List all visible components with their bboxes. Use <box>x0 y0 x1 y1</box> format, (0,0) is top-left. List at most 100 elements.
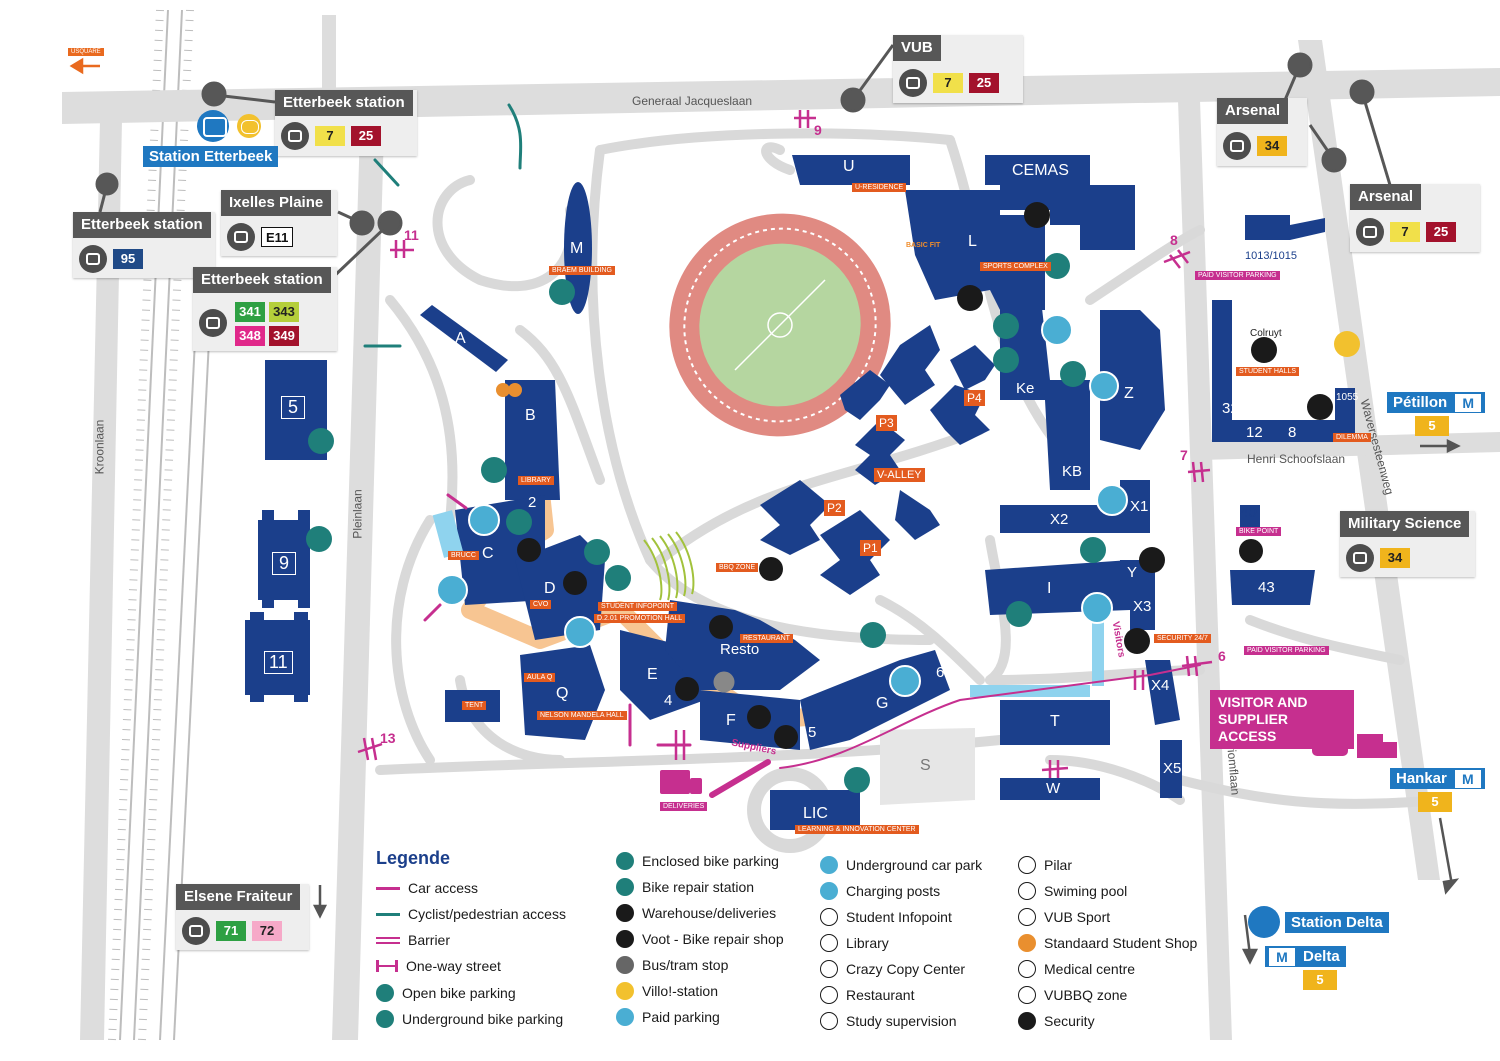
legend-symbol-icon <box>616 1008 634 1026</box>
road-label-kroon: Kroonlaan <box>92 419 107 475</box>
building-x2: X2 <box>1050 511 1069 528</box>
legend-item: Underground car park <box>820 856 982 874</box>
legend-label: Pilar <box>1044 857 1073 873</box>
line-badge: E11 <box>261 227 294 247</box>
legend: Legende <box>376 846 1256 1046</box>
parking-p4: P4 <box>964 390 985 406</box>
building-e: E <box>647 666 658 683</box>
legend-item: VUBBQ zone <box>1018 986 1127 1004</box>
tag-dilemma: DILEMMA <box>1333 433 1371 442</box>
visitor-lane <box>1092 610 1104 686</box>
stop-title: Military Science <box>1340 511 1470 537</box>
stop-elsene[interactable]: Elsene Fraiteur 71 72 <box>176 884 309 950</box>
tag-braem: BRAEM BUILDING <box>549 266 615 275</box>
legend-symbol-icon <box>820 882 838 900</box>
stop-title: Elsene Fraiteur <box>176 884 301 910</box>
train-icon <box>203 117 227 137</box>
stop-military[interactable]: Military Science 34 <box>1340 511 1475 577</box>
legend-label: Bike repair station <box>642 879 755 895</box>
building-q: Q <box>556 685 569 702</box>
line-badge: 7 <box>933 73 963 93</box>
legend-label: Student Infopoint <box>846 909 952 925</box>
legend-label: Underground bike parking <box>402 1011 564 1027</box>
station-etterbeek-label[interactable]: Station Etterbeek <box>143 146 279 167</box>
legend-item: Paid parking <box>616 1008 720 1026</box>
tram-icon <box>281 122 309 150</box>
legend-symbol-icon <box>1018 960 1036 978</box>
direction-arrows <box>69 57 1461 965</box>
legend-symbol-icon <box>1018 856 1036 874</box>
visitor-supplier-access[interactable]: VISITOR AND SUPPLIER ACCESS <box>1210 690 1354 749</box>
buildings <box>245 155 1355 830</box>
stop-arsenal-bus[interactable]: Arsenal 34 <box>1217 98 1307 166</box>
line-badge: 25 <box>351 126 381 146</box>
stop-etterbeek-bus95[interactable]: Etterbeek station 95 <box>73 212 215 278</box>
barrier-13: 13 <box>380 730 396 746</box>
legend-label: Barrier <box>408 932 451 948</box>
building-a: A <box>455 330 466 347</box>
building-ke: Ke <box>1016 380 1035 397</box>
stop-etterbeek-bus[interactable]: Etterbeek station 341 343 348 349 <box>193 267 337 351</box>
tag-bbq: BBQ ZONE <box>716 563 759 572</box>
building-m: M <box>570 240 584 257</box>
line-badge: 25 <box>969 73 999 93</box>
legend-item: Cyclist/pedestrian access <box>376 906 566 922</box>
building-w: W <box>1046 780 1061 797</box>
legend-symbol-icon <box>376 886 400 890</box>
legend-label: Standaard Student Shop <box>1044 935 1198 951</box>
tag-basicfit: BASIC FIT <box>906 242 941 249</box>
tag-paid-visitor-1: PAID VISITOR PARKING <box>1195 271 1280 280</box>
stop-etterbeek-tram[interactable]: Etterbeek station 7 25 <box>275 90 417 156</box>
metro-petillon[interactable]: Pétillon M <box>1387 392 1486 413</box>
bus-icon <box>79 245 107 273</box>
legend-label: Swiming pool <box>1044 883 1128 899</box>
stop-ixelles[interactable]: Ixelles Plaine E11 <box>221 190 337 256</box>
legend-label: Library <box>846 935 889 951</box>
tag-cvo: CVO <box>530 600 552 609</box>
metro-line: 5 <box>1303 970 1337 990</box>
stop-title: Etterbeek station <box>275 90 413 116</box>
tag-library: LIBRARY <box>518 476 554 485</box>
building-s-shape <box>880 728 975 805</box>
building-1055: 1055 <box>1336 392 1359 403</box>
metro-delta[interactable]: M Delta <box>1265 946 1346 967</box>
tram-icon <box>1356 218 1384 246</box>
legend-symbol-icon <box>616 904 634 922</box>
stop-title: Arsenal <box>1217 98 1289 124</box>
legend-item: Voot - Bike repair shop <box>616 930 784 948</box>
road-label-plein: Pleinlaan <box>350 489 365 539</box>
building-i: I <box>1047 580 1052 597</box>
metro-icon: M <box>1454 770 1481 788</box>
tag-security: SECURITY 24/7 <box>1154 634 1211 643</box>
stop-arsenal-tram[interactable]: Arsenal 7 25 <box>1350 184 1480 252</box>
building-43: 43 <box>1258 579 1275 596</box>
road-label-general: Generaal Jacqueslaan <box>632 94 753 108</box>
legend-label: Villo!-station <box>642 983 719 999</box>
stop-vub[interactable]: VUB 7 25 <box>893 35 1023 103</box>
barrier-6: 6 <box>1218 648 1226 664</box>
legend-label: Warehouse/deliveries <box>642 905 777 921</box>
station-delta-label[interactable]: Station Delta <box>1285 912 1389 933</box>
floor-3: 3 <box>453 606 462 623</box>
barrier-11: 11 <box>404 227 419 243</box>
legend-symbol-icon <box>820 856 838 874</box>
poi-icons <box>197 110 1360 938</box>
stop-title: Ixelles Plaine <box>221 190 332 216</box>
metro-line: 5 <box>1418 792 1452 812</box>
legend-symbol-icon <box>1018 1012 1036 1030</box>
legend-symbol-icon <box>376 1010 394 1028</box>
bus-icon <box>1223 132 1251 160</box>
legend-symbol-icon <box>1018 934 1036 952</box>
metro-hankar[interactable]: Hankar M <box>1390 768 1485 789</box>
metro-icon: M <box>1455 394 1482 412</box>
legend-item: Study supervision <box>820 1012 957 1030</box>
barrier-markers <box>357 110 1213 778</box>
access-arrows <box>363 103 1201 798</box>
building-kb: KB <box>1062 463 1083 480</box>
tag-promotion: D.2.01 PROMOTION HALL <box>594 614 686 623</box>
tag-uresidence: U-RESIDENCE <box>852 183 907 192</box>
building-b: B <box>525 407 536 424</box>
legend-item: Swiming pool <box>1018 882 1127 900</box>
building-9: 9 <box>272 552 297 575</box>
